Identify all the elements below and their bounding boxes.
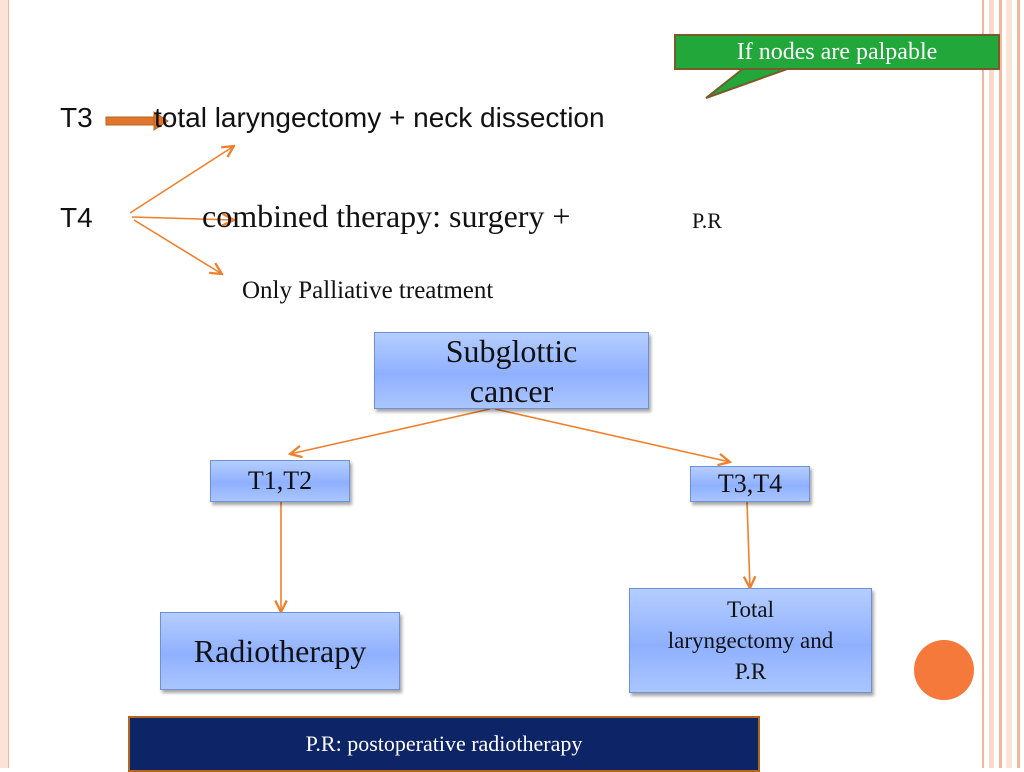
t4-arrow-down: [133, 219, 222, 274]
t3-treatment-text: total laryngectomy + neck dissection: [154, 102, 605, 133]
decorative-orange-circle: [914, 640, 974, 700]
right-stage-box: T3,T4: [690, 466, 810, 502]
legend-box: P.R: postoperative radiotherapy: [128, 716, 760, 772]
radiotherapy-label: Radiotherapy: [193, 632, 367, 669]
t4-treatment-suffix: P.R: [692, 208, 722, 233]
t3-label: T3: [60, 102, 93, 133]
left-stage-box: T1,T2: [210, 460, 350, 502]
t3-block-arrow: [105, 111, 169, 131]
legend-text: P.R: postoperative radiotherapy: [305, 731, 583, 756]
t4-arrow-up: [129, 146, 234, 214]
total-laryngectomy-line-2: laryngectomy and: [667, 628, 834, 653]
left-stage-label: T1,T2: [247, 466, 313, 495]
root-to-right-arrow: [494, 408, 730, 462]
root-box-subglottic-cancer: Subglottic cancer: [374, 332, 649, 409]
right-stage-to-treatment-arrow: [747, 501, 750, 588]
callout-text: If nodes are palpable: [736, 38, 938, 65]
left-border-decoration: [0, 0, 9, 768]
total-laryngectomy-box: Total laryngectomy and P.R: [629, 588, 872, 693]
t4-palliative-text: Only Palliative treatment: [242, 277, 494, 304]
t4-arrow-middle: [131, 217, 234, 220]
right-stage-label: T3,T4: [717, 469, 783, 498]
t4-treatment-text: combined therapy: surgery +: [202, 198, 571, 234]
t4-label: T4: [60, 202, 93, 233]
root-box-line-1: Subglottic: [445, 332, 578, 369]
total-laryngectomy-line-1: Total: [727, 597, 774, 622]
callout-tail: [705, 67, 791, 99]
right-stripes-decoration: [978, 0, 1024, 768]
root-to-left-arrow: [290, 408, 491, 454]
root-box-line-2: cancer: [469, 372, 554, 409]
radiotherapy-box: Radiotherapy: [160, 612, 400, 690]
callout-nodes-palpable: If nodes are palpable: [674, 34, 1000, 70]
total-laryngectomy-line-3: P.R: [734, 659, 767, 684]
